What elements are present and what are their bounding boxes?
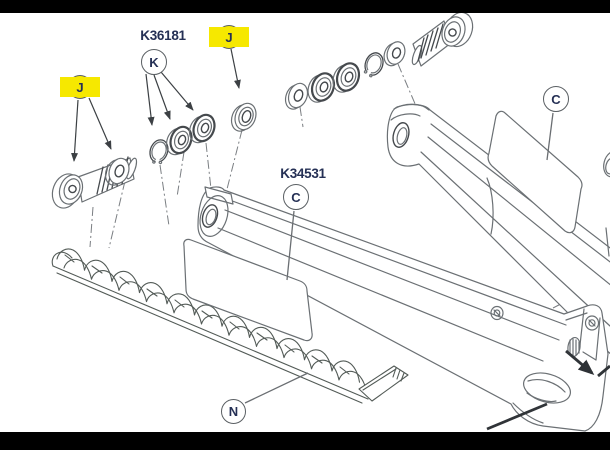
chainstay-pivot-eye	[199, 186, 234, 237]
seatstay-decal	[487, 110, 583, 234]
pivot-screw-right	[584, 315, 600, 331]
assembly-axis-lines	[89, 63, 610, 312]
chainstay-arm	[183, 186, 609, 432]
letterbox-top	[0, 0, 610, 13]
washer-right-small	[284, 82, 309, 110]
washer-left	[104, 157, 130, 186]
bearing-left-outer	[188, 113, 216, 144]
chain-guard-rib-facets	[64, 254, 350, 375]
snap-ring-right	[363, 52, 384, 78]
callout-c-seatstay-label: C	[551, 91, 561, 107]
callout-j-left: J	[60, 75, 100, 99]
bearing-right-inner	[307, 72, 336, 103]
callout-j-top-label: J	[225, 29, 233, 45]
letterbox-bottom	[0, 432, 610, 450]
callout-j-top: J	[209, 25, 249, 49]
linkage-window	[523, 372, 571, 404]
callout-j-left-label: J	[76, 79, 84, 95]
callout-c-chainstay-label: C	[291, 189, 301, 205]
part-number-k34531: K34531	[280, 166, 326, 181]
callout-n-protector: N	[221, 399, 246, 424]
callout-c-seatstay: C	[543, 86, 569, 112]
callout-c-chainstay: C	[283, 184, 309, 210]
washer-right-outer	[383, 41, 406, 67]
snap-ring-left	[149, 139, 169, 165]
bearing-right-outer	[332, 62, 361, 93]
seatstay-arm	[386, 103, 610, 355]
pivot-screw-left	[490, 305, 504, 321]
offscreen-leader-lines	[486, 349, 610, 431]
bearing-left-inner	[165, 125, 193, 156]
callout-k: K	[141, 49, 167, 75]
chain-guard	[51, 248, 409, 404]
callout-n-protector-label: N	[228, 404, 239, 419]
washer-j-top	[230, 102, 257, 132]
callout-k-label: K	[149, 54, 159, 70]
chain-guard-tail	[358, 365, 409, 402]
callout-arrows	[71, 48, 554, 404]
chainstay-decal	[183, 238, 313, 342]
edge-fragment-right	[603, 150, 610, 257]
part-number-k36181: K36181	[140, 28, 186, 43]
seatstay-pivot-eye	[392, 122, 410, 148]
rear-linkage	[490, 305, 601, 424]
bolt-threads	[417, 23, 444, 62]
pivot-bolt-right	[411, 11, 474, 67]
